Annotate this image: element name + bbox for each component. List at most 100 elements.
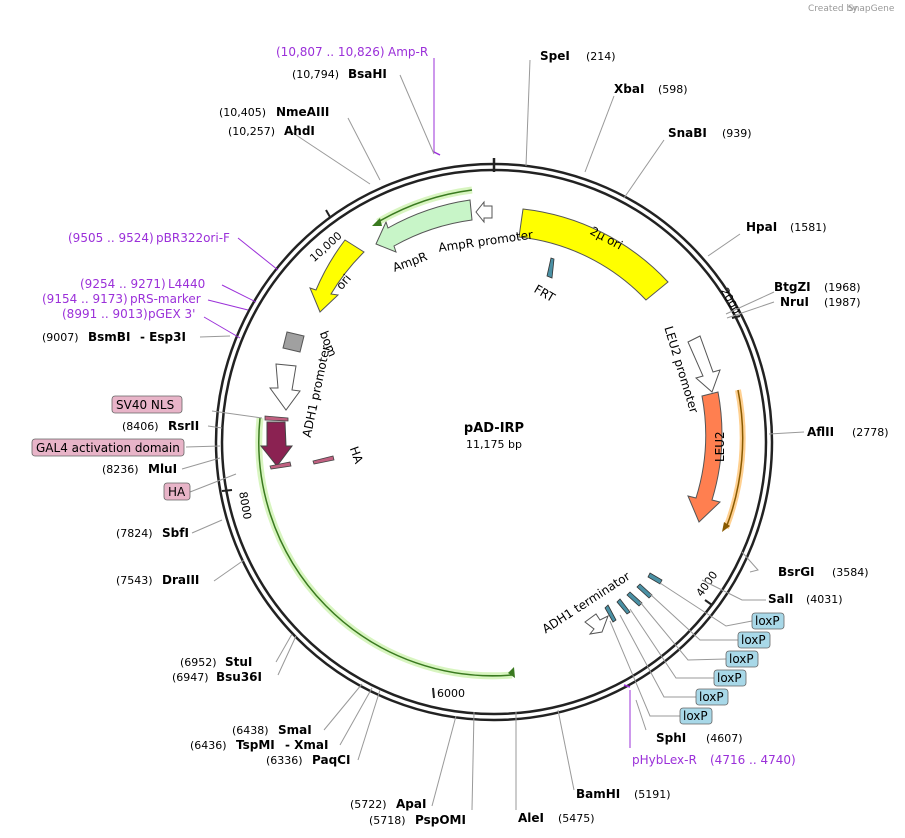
boxed-feature-labels: SV40 NLS GAL4 activation domain HA loxP … <box>31 395 785 725</box>
primer-range: (8991 .. 9013) <box>62 307 148 321</box>
enzyme-name: RsrII <box>168 419 199 433</box>
tick-label-8000: 8000 <box>236 491 254 521</box>
plasmid-name: pAD-IRP <box>464 421 524 436</box>
enzyme-position: (9007) <box>42 331 79 344</box>
enzyme-position: (8406) <box>122 420 159 433</box>
enzyme-name: MluI <box>148 462 177 476</box>
enzyme-position: (1968) <box>824 281 861 294</box>
enzyme-name: DraIII <box>162 573 199 587</box>
leu2-orf-arc <box>725 389 744 529</box>
tick-label-4000: 4000 <box>694 569 721 599</box>
ori-feature <box>309 239 365 313</box>
enzyme-name: AleI <box>518 811 544 825</box>
sv40-nls-feature <box>264 415 289 422</box>
primer-range: (4716 .. 4740) <box>710 753 796 767</box>
enzyme-position: (7824) <box>116 527 153 540</box>
enzyme-position: (5191) <box>634 788 671 801</box>
enzyme-name: TspMI <box>236 738 275 752</box>
leu2-feature <box>687 391 723 523</box>
credit-text: Created by <box>808 4 858 14</box>
enzyme-position: (5718) <box>369 814 406 827</box>
enzyme-name: BsmBI <box>88 330 130 344</box>
ha-feature-label: HA <box>347 445 366 467</box>
enzyme-name: HpaI <box>746 220 777 234</box>
enzyme-position: (1987) <box>824 296 861 309</box>
primer-leader-lines <box>203 58 631 748</box>
primer-range: (9254 .. 9271) <box>80 277 166 291</box>
enzyme-name: BsaHI <box>348 67 387 81</box>
primer-name: pRS-marker <box>130 292 201 306</box>
adh1-promoter-feature <box>269 363 301 411</box>
loxp-box-label: loxP <box>755 614 780 628</box>
primer-name: Amp-R <box>388 45 428 59</box>
enzyme-position: (598) <box>658 83 688 96</box>
ampr-promoter-feature <box>475 200 493 224</box>
enzyme-labels-left: (5718) PspOMI (5722) ApaI (6336) PaqCI (… <box>42 67 466 827</box>
enzyme-position: (939) <box>722 127 752 140</box>
enzyme-name: SnaBI <box>668 126 707 140</box>
ampr-promoter-label: AmpR promoter <box>437 228 533 255</box>
enzyme-position: (214) <box>586 50 616 63</box>
gal4-ad-box-label: GAL4 activation domain <box>36 441 180 455</box>
leu2-orf-arrowhead <box>722 522 730 532</box>
plasmid-size: 11,175 bp <box>466 438 522 451</box>
frt-feature <box>546 257 555 279</box>
enzyme-name: SalI <box>768 592 793 606</box>
green-orf-arc <box>258 417 513 677</box>
enzyme-name: NmeAIII <box>276 105 329 119</box>
enzyme-name: PspOMI <box>415 813 466 827</box>
ha-feature-1 <box>269 461 292 470</box>
enzyme-position: (6438) <box>232 724 269 737</box>
primer-range: (9154 .. 9173) <box>42 292 128 306</box>
primer-labels: (10,807 .. 10,826) Amp-R (9505 .. 9524) … <box>42 45 796 767</box>
enzyme-position: (10,405) <box>219 106 266 119</box>
enzyme-name: BsrGI <box>778 565 815 579</box>
enzyme-position: (4607) <box>706 732 743 745</box>
enzyme-position: (5475) <box>558 812 595 825</box>
loxp-features <box>604 572 663 623</box>
ampr-label: AmpR <box>391 249 429 274</box>
loxp-box-label: loxP <box>741 633 766 647</box>
loxp-box-label: loxP <box>729 652 754 666</box>
frt-label: FRT <box>532 282 558 305</box>
leu2-label: LEU2 <box>713 431 727 462</box>
ha-box-label: HA <box>168 485 186 499</box>
bom-feature <box>282 331 305 353</box>
loxp-box-label: loxP <box>717 671 742 685</box>
enzyme-name: SphI <box>656 731 686 745</box>
enzyme-position: (10,257) <box>228 125 275 138</box>
enzyme-name: BamHI <box>576 787 620 801</box>
enzyme-name: PaqCI <box>312 753 350 767</box>
enzyme-position: (3584) <box>832 566 869 579</box>
enzyme-position: (4031) <box>806 593 843 606</box>
ampr-orf-arrowhead <box>372 218 382 226</box>
enzyme-extra: - XmaI <box>285 738 328 752</box>
enzyme-name: Bsu36I <box>216 670 262 684</box>
enzyme-position: (8236) <box>102 463 139 476</box>
enzyme-position: (6436) <box>190 739 227 752</box>
primer-name: pHybLex-R <box>632 753 697 767</box>
enzyme-extra: - Esp3I <box>140 330 186 344</box>
phyblex-primer-mark <box>623 684 631 688</box>
primer-range: (9505 .. 9524) <box>68 231 154 245</box>
loxp-box-label: loxP <box>699 690 724 704</box>
enzyme-name: StuI <box>225 655 252 669</box>
enzyme-name: BtgZI <box>774 280 811 294</box>
enzyme-position: (10,794) <box>292 68 339 81</box>
two-mu-ori-feature <box>518 208 669 301</box>
enzyme-name: XbaI <box>614 82 644 96</box>
ha-feature-2 <box>312 455 335 465</box>
snapgene-logo: SnapGene <box>848 4 895 14</box>
primer-name: pGEX 3' <box>148 307 195 321</box>
enzyme-name: SbfI <box>162 526 189 540</box>
gal4-ad-feature <box>259 421 293 467</box>
leu2-orf-glow <box>723 389 746 530</box>
ampr-primer-mark <box>433 151 441 156</box>
enzyme-position: (6336) <box>266 754 303 767</box>
enzyme-name: ApaI <box>396 797 426 811</box>
enzyme-position: (6947) <box>172 671 209 684</box>
sv40-nls-box-label: SV40 NLS <box>116 398 174 412</box>
loxp-box-label: loxP <box>683 709 708 723</box>
primer-range: (10,807 .. 10,826) <box>276 45 385 59</box>
